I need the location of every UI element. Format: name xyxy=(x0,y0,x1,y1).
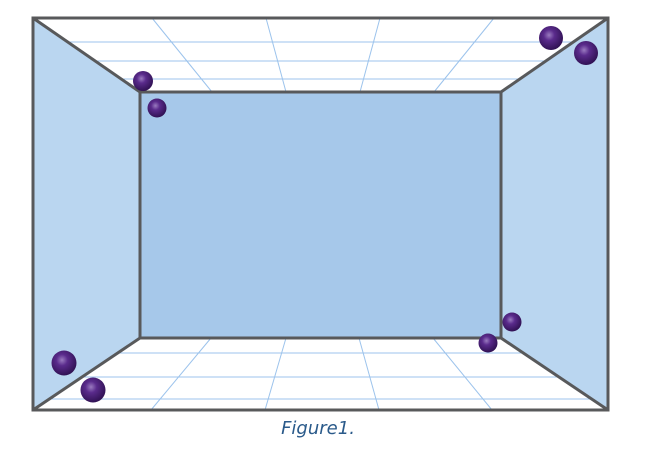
spheres xyxy=(51,26,598,403)
ceiling-grid xyxy=(33,17,608,93)
ceiling xyxy=(33,18,608,92)
sphere xyxy=(133,71,153,91)
sphere xyxy=(574,41,598,65)
figure-caption: Figure1. xyxy=(281,418,355,439)
frame-lines xyxy=(31,16,610,412)
sphere xyxy=(502,312,522,332)
sphere xyxy=(539,26,563,50)
sphere xyxy=(478,333,498,353)
sphere xyxy=(80,377,106,403)
floor-grid xyxy=(33,337,608,411)
left-wall xyxy=(33,18,140,410)
right-wall xyxy=(501,18,608,410)
floor xyxy=(33,338,608,410)
back-wall xyxy=(140,92,501,338)
sphere xyxy=(51,350,77,376)
sphere xyxy=(147,98,167,118)
